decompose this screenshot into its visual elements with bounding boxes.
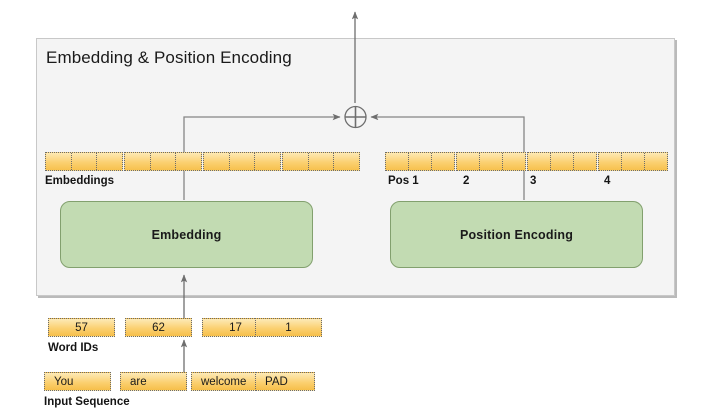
word-ids-label: Word IDs bbox=[48, 342, 99, 354]
vector-cell bbox=[283, 153, 309, 170]
panel-title: Embedding & Position Encoding bbox=[46, 48, 292, 67]
position-vector-group bbox=[527, 152, 597, 171]
input-token-chip: You bbox=[44, 372, 111, 391]
embedding-vector-group bbox=[45, 152, 123, 171]
position-vector-group bbox=[456, 152, 526, 171]
embedding-block-label: Embedding bbox=[151, 227, 222, 242]
position-vector-group bbox=[598, 152, 668, 171]
vector-cell bbox=[308, 153, 335, 170]
word-id-chip: 1 bbox=[255, 318, 322, 337]
embedding-vector-group bbox=[203, 152, 281, 171]
vector-cell bbox=[255, 153, 281, 170]
vector-cell bbox=[71, 153, 98, 170]
vector-cell bbox=[176, 153, 202, 170]
vector-cell bbox=[46, 153, 72, 170]
vector-cell bbox=[386, 153, 409, 170]
vector-cell bbox=[645, 153, 667, 170]
embedding-vector-group bbox=[282, 152, 360, 171]
vector-cell bbox=[432, 153, 454, 170]
vector-cell bbox=[334, 153, 360, 170]
vector-cell bbox=[503, 153, 525, 170]
vector-cell bbox=[622, 153, 645, 170]
vector-cell bbox=[229, 153, 256, 170]
position-encoding-block-label: Position Encoding bbox=[459, 227, 574, 242]
position-label-2: 2 bbox=[463, 175, 470, 187]
position-label-1: Pos 1 bbox=[388, 175, 419, 187]
vector-cell bbox=[457, 153, 480, 170]
vector-cell bbox=[409, 153, 432, 170]
vector-cell bbox=[480, 153, 503, 170]
vector-cell bbox=[599, 153, 622, 170]
vector-cell bbox=[125, 153, 151, 170]
position-label-4: 4 bbox=[604, 175, 611, 187]
embeddings-label: Embeddings bbox=[45, 175, 115, 187]
input-token-chip: are bbox=[120, 372, 187, 391]
vector-cell bbox=[574, 153, 596, 170]
position-label-3: 3 bbox=[530, 175, 537, 187]
vector-cell bbox=[204, 153, 230, 170]
vector-cell bbox=[150, 153, 177, 170]
word-id-chip: 57 bbox=[48, 318, 115, 337]
embedding-vector-group bbox=[124, 152, 202, 171]
position-vector-group bbox=[385, 152, 455, 171]
embedding-block[interactable]: Embedding bbox=[60, 201, 313, 268]
vector-cell bbox=[528, 153, 551, 170]
input-token-chip: PAD bbox=[255, 372, 315, 391]
word-id-chip: 62 bbox=[125, 318, 192, 337]
vector-cell bbox=[551, 153, 574, 170]
vector-cell bbox=[97, 153, 123, 170]
input-sequence-label: Input Sequence bbox=[44, 396, 130, 408]
position-encoding-block[interactable]: Position Encoding bbox=[390, 201, 643, 268]
input-token-chip: welcome bbox=[191, 372, 258, 391]
